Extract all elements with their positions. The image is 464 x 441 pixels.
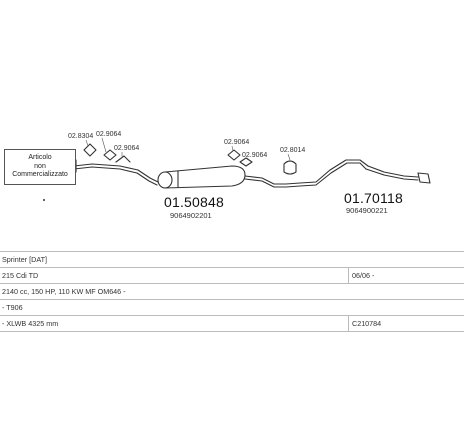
not-sold-note: Articolo non Commercializzato <box>4 149 76 185</box>
table-row: Sprinter [DAT] <box>0 252 464 268</box>
row-type: - T906 <box>2 303 23 312</box>
front-pipe-inner <box>73 166 158 186</box>
clamp <box>283 160 297 175</box>
part-label-1: 02.8304 <box>68 133 94 140</box>
rear-pipe-in-inner <box>299 162 367 187</box>
mid-pipe-inner <box>244 178 301 188</box>
muffler-2-oem: 9064900221 <box>346 206 388 215</box>
part-label-6: 02.8014 <box>280 147 306 154</box>
row-ref: C210784 <box>352 319 382 328</box>
note-line-1: Articolo <box>28 154 52 162</box>
marker-dot <box>43 199 45 201</box>
table-row: 2140 cc, 150 HP, 110 KW MF OM646 - <box>0 284 464 300</box>
table-row: 215 Cdi TD 06/06 - <box>0 268 464 284</box>
hanger-2 <box>239 157 253 167</box>
note-line-3: Commercializzato <box>12 171 68 179</box>
bracket-1 <box>83 143 97 157</box>
note-line-2: non <box>34 162 46 170</box>
row-date: 06/06 - <box>352 271 375 280</box>
middle-muffler-left-cap <box>157 171 173 189</box>
front-pipe <box>73 163 159 183</box>
part-label-3: 02.9064 <box>114 145 140 152</box>
muffler-1-code: 01.50848 <box>164 194 224 210</box>
table-row: - XLWB 4325 mm C210784 <box>0 316 464 332</box>
rear-pipe-out <box>367 165 419 178</box>
part-label-4: 02.9064 <box>224 139 250 146</box>
row-specs: 2140 cc, 150 HP, 110 KW MF OM646 - <box>2 287 126 296</box>
bracket-3 <box>115 155 131 163</box>
tail-tip <box>417 172 431 184</box>
hanger-1 <box>227 149 241 161</box>
exhaust-diagram <box>43 137 431 201</box>
part-label-2: 02.9064 <box>96 131 122 138</box>
part-label-5: 02.9064 <box>242 152 268 159</box>
rear-pipe-out-inner <box>365 168 419 181</box>
bracket-2 <box>103 149 117 161</box>
row-model: Sprinter [DAT] <box>2 255 47 264</box>
table-row: - T906 <box>0 300 464 316</box>
middle-muffler-body <box>164 165 246 189</box>
mid-pipe <box>244 175 301 185</box>
muffler-1-oem: 9064902201 <box>170 211 212 220</box>
muffler-2-code: 01.70118 <box>344 190 403 206</box>
row-engine: 215 Cdi TD <box>2 271 39 280</box>
row-wheelbase: - XLWB 4325 mm <box>2 319 59 328</box>
rear-pipe-in <box>299 159 369 184</box>
vehicle-table: Sprinter [DAT] 215 Cdi TD 06/06 - 2140 c… <box>0 251 464 332</box>
